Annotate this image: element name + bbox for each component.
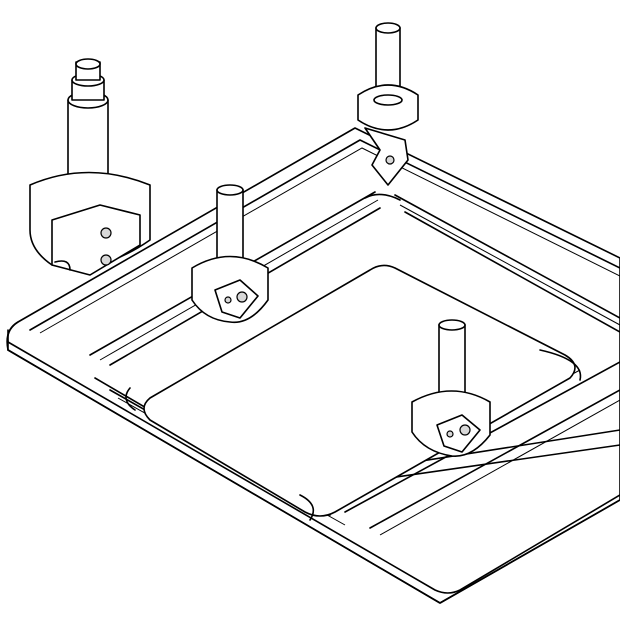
router-bit-front	[411, 319, 491, 457]
router-bit-left	[29, 58, 151, 276]
router-bit-center	[191, 184, 269, 324]
router-bit-top	[357, 22, 419, 186]
panel	[6, 127, 620, 604]
